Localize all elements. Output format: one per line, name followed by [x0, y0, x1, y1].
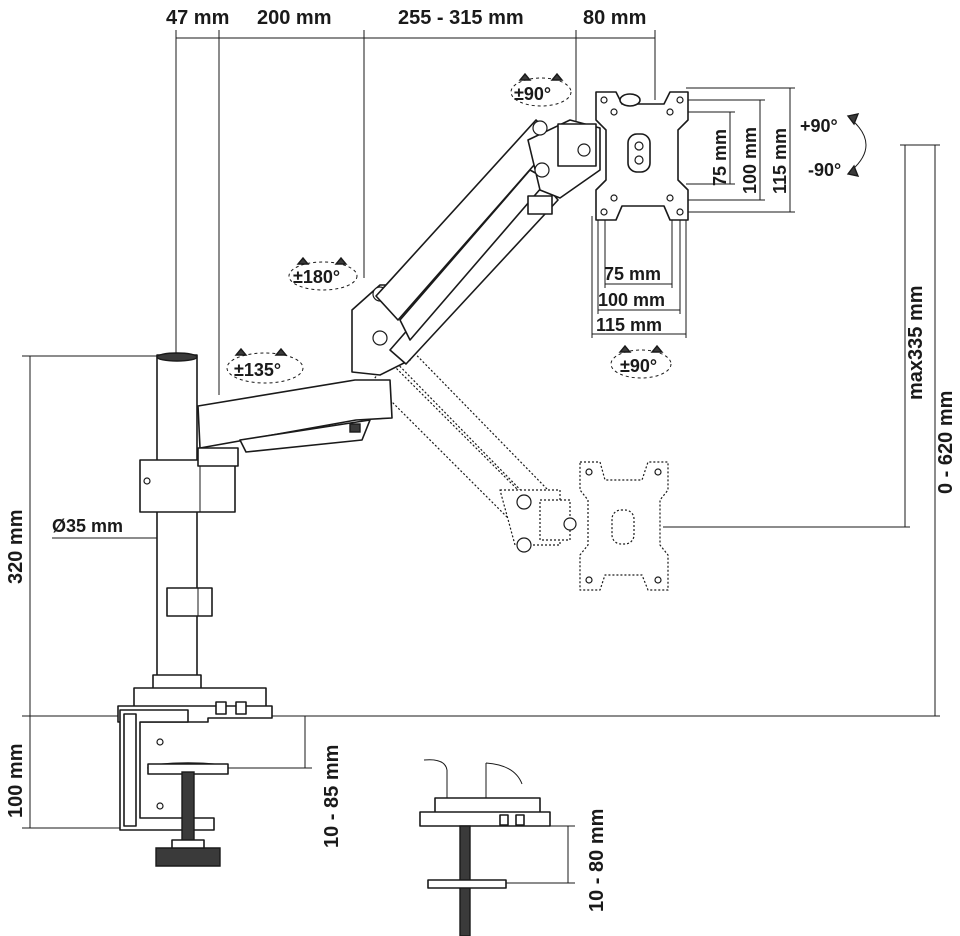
label-rot-90-head: ±90° [514, 84, 551, 104]
label-tilt-minus: -90° [808, 160, 841, 180]
label-max335: max335 mm [905, 285, 927, 400]
label-clamp-height: 100 mm [5, 744, 27, 819]
label-vesa-h100: 100 mm [598, 290, 665, 310]
lower-arm [197, 379, 393, 467]
label-rot-90-plate: ±90° [620, 356, 657, 376]
label-pole-height: 320 mm [5, 510, 27, 585]
label-vesa-v115: 115 mm [770, 128, 790, 194]
arm-lowered-position [371, 329, 669, 591]
label-tilt-plus: +90° [800, 116, 838, 136]
label-vesa-h75: 75 mm [604, 264, 661, 284]
vesa-plate [595, 91, 689, 221]
rotation-markers [226, 72, 867, 384]
desk-clamp [117, 687, 273, 867]
label-top-80: 80 mm [583, 7, 646, 29]
label-clamp-range: 10 - 85 mm [321, 745, 343, 848]
label-top-255-315: 255 - 315 mm [398, 7, 524, 29]
label-vesa-v75: 75 mm [710, 129, 730, 186]
dimension-labels: 47 mm 200 mm 255 - 315 mm 80 mm ±90° ±18… [5, 7, 957, 912]
dimension-lines [22, 30, 940, 884]
label-rot-135: ±135° [234, 360, 281, 380]
label-grommet-range: 10 - 80 mm [586, 809, 608, 912]
label-vesa-v100: 100 mm [740, 127, 760, 194]
label-rot-180: ±180° [293, 267, 340, 287]
upper-arm [351, 119, 601, 376]
label-top-200: 200 mm [257, 7, 332, 29]
pole [139, 352, 236, 690]
label-height-range: 0 - 620 mm [935, 391, 957, 494]
label-vesa-h115: 115 mm [596, 315, 662, 335]
label-top-47: 47 mm [166, 7, 229, 29]
label-pole-diameter: Ø35 mm [52, 516, 123, 536]
grommet-mount-detail [419, 759, 551, 936]
